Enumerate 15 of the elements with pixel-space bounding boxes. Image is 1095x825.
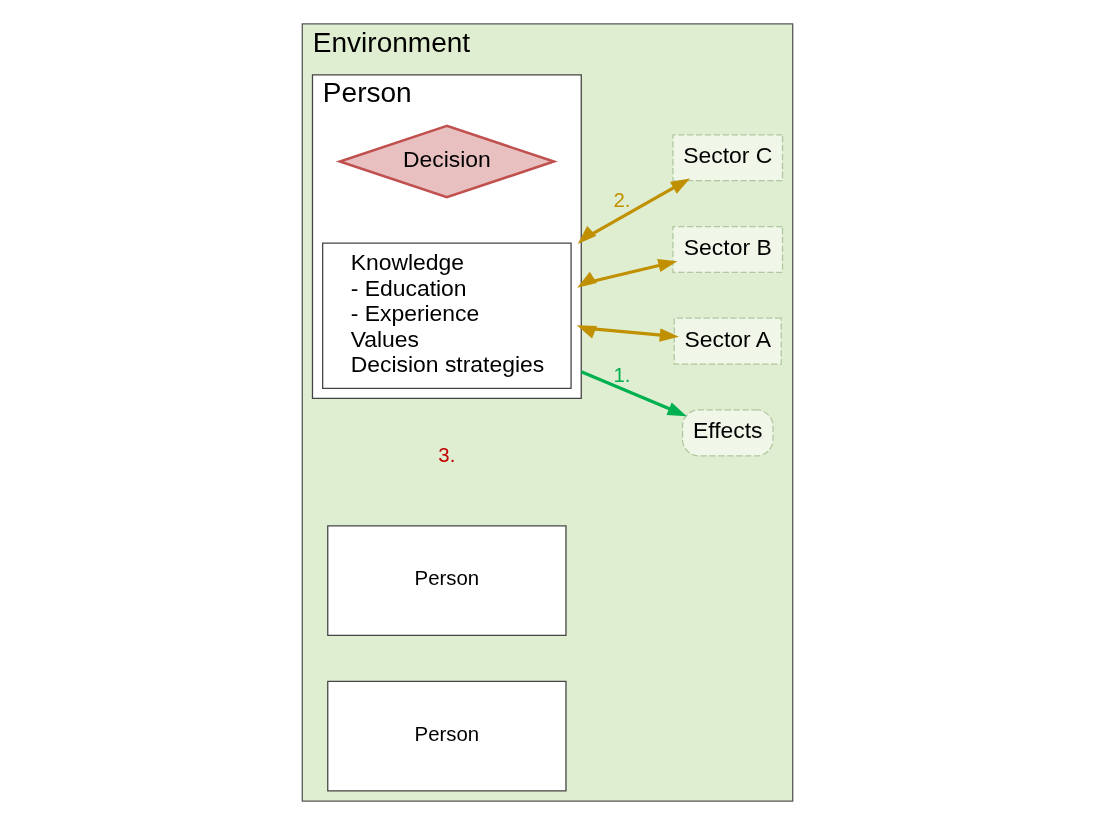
node-box: Sector C	[672, 134, 784, 182]
arrow	[580, 370, 687, 417]
arrow	[576, 325, 679, 342]
node-box: Person	[327, 525, 567, 637]
node-box: Knowledge - Education - Experience Values Decision strategies	[322, 242, 572, 389]
label: 3.	[438, 443, 456, 466]
edge-label: 1.	[613, 363, 631, 386]
node-box: Person	[327, 680, 567, 792]
node-box: Sector B	[672, 225, 784, 273]
arrow	[577, 259, 678, 288]
edge-label: 2.	[613, 189, 631, 212]
arrow	[577, 178, 691, 244]
node-diamond: Decision	[335, 124, 558, 199]
node-box: Effects	[681, 409, 774, 457]
node-box: Sector A	[673, 317, 782, 365]
